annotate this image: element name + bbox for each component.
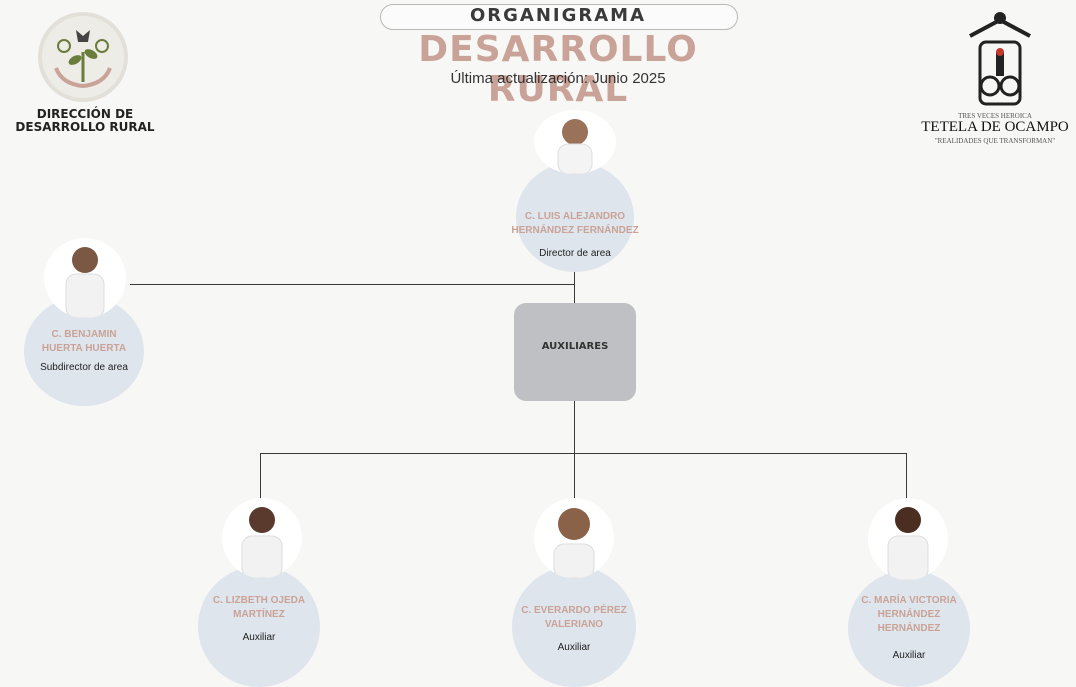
aux3-photo bbox=[868, 498, 948, 580]
left-logo-caption: DIRECCIÓN DE DESARROLLO RURAL bbox=[0, 108, 170, 134]
left-logo-line1: DIRECCIÓN DE bbox=[36, 107, 134, 121]
subdirector-name: C. BENJAMIN HUERTA HUERTA bbox=[14, 328, 154, 356]
connector-director-aux bbox=[574, 272, 575, 304]
aux2-name-line2: VALERIANO bbox=[544, 619, 604, 630]
aux2-bubble bbox=[512, 566, 636, 687]
municipality-crest-icon bbox=[960, 8, 1040, 112]
subdirector-photo bbox=[44, 238, 126, 318]
subdirector-name-line1: C. BENJAMIN bbox=[51, 329, 117, 340]
municipality-name: TETELA DE OCAMPO bbox=[921, 119, 1069, 135]
aux1-bubble bbox=[198, 566, 320, 687]
rural-development-logo bbox=[38, 12, 128, 102]
connector-horizontal bbox=[260, 453, 906, 454]
director-photo bbox=[534, 110, 616, 174]
aux2-role: Auxiliar bbox=[557, 642, 591, 653]
aux2-photo bbox=[534, 498, 614, 578]
subdirector-name-line2: HUERTA HUERTA bbox=[41, 343, 127, 354]
page-title: DESARROLLO RURAL bbox=[418, 29, 698, 110]
director-name: C. LUIS ALEJANDRO HERNÁNDEZ FERNÁNDEZ bbox=[500, 210, 650, 238]
aux1-photo bbox=[222, 498, 302, 578]
connector-aux3 bbox=[906, 453, 907, 503]
organigrama-label: ORGANIGRAMA bbox=[469, 5, 647, 26]
aux3-bubble bbox=[848, 570, 970, 687]
municipality-motto: "REALIDADES QUE TRANSFORMAN" bbox=[934, 137, 1056, 145]
title-pill bbox=[380, 4, 738, 30]
connector-aux2 bbox=[574, 453, 575, 503]
connector-aux-down bbox=[574, 401, 575, 453]
aux1-name-line2: MARTÍNEZ bbox=[233, 609, 285, 620]
last-updated-text: Última actualización: Junio 2025 bbox=[450, 70, 666, 87]
aux1-role: Auxiliar bbox=[242, 632, 276, 643]
aux2-name-line1: C. EVERARDO PÉREZ bbox=[521, 605, 627, 616]
connector-subdirector bbox=[130, 284, 575, 285]
subdirector-role: Subdirector de area bbox=[40, 362, 128, 373]
aux3-name-line2: HERNÁNDEZ bbox=[877, 609, 941, 620]
aux3-name-line1: C. MARÍA VICTORIA bbox=[861, 595, 957, 606]
director-role: Director de area bbox=[539, 248, 611, 259]
director-name-line2: HERNÁNDEZ FERNÁNDEZ bbox=[511, 225, 639, 236]
aux3-role: Auxiliar bbox=[892, 650, 926, 661]
aux3-name-line3: HERNÁNDEZ bbox=[877, 623, 941, 634]
connector-aux1 bbox=[260, 453, 261, 503]
aux3-name: C. MARÍA VICTORIA HERNÁNDEZ HERNÁNDEZ bbox=[838, 594, 980, 636]
aux1-name-line1: C. LIZBETH OJEDA bbox=[212, 595, 306, 606]
aux2-name: C. EVERARDO PÉREZ VALERIANO bbox=[500, 604, 648, 632]
left-logo-line2: DESARROLLO RURAL bbox=[15, 120, 155, 134]
director-bubble bbox=[516, 162, 634, 272]
hands-plant-icon bbox=[54, 30, 112, 89]
director-name-line1: C. LUIS ALEJANDRO bbox=[524, 211, 626, 222]
auxiliares-label: AUXILIARES bbox=[541, 341, 609, 352]
crest-small-caption: TRES VECES HEROICA bbox=[958, 112, 1032, 120]
aux1-name: C. LIZBETH OJEDA MARTÍNEZ bbox=[188, 594, 330, 622]
auxiliares-box bbox=[514, 303, 636, 401]
